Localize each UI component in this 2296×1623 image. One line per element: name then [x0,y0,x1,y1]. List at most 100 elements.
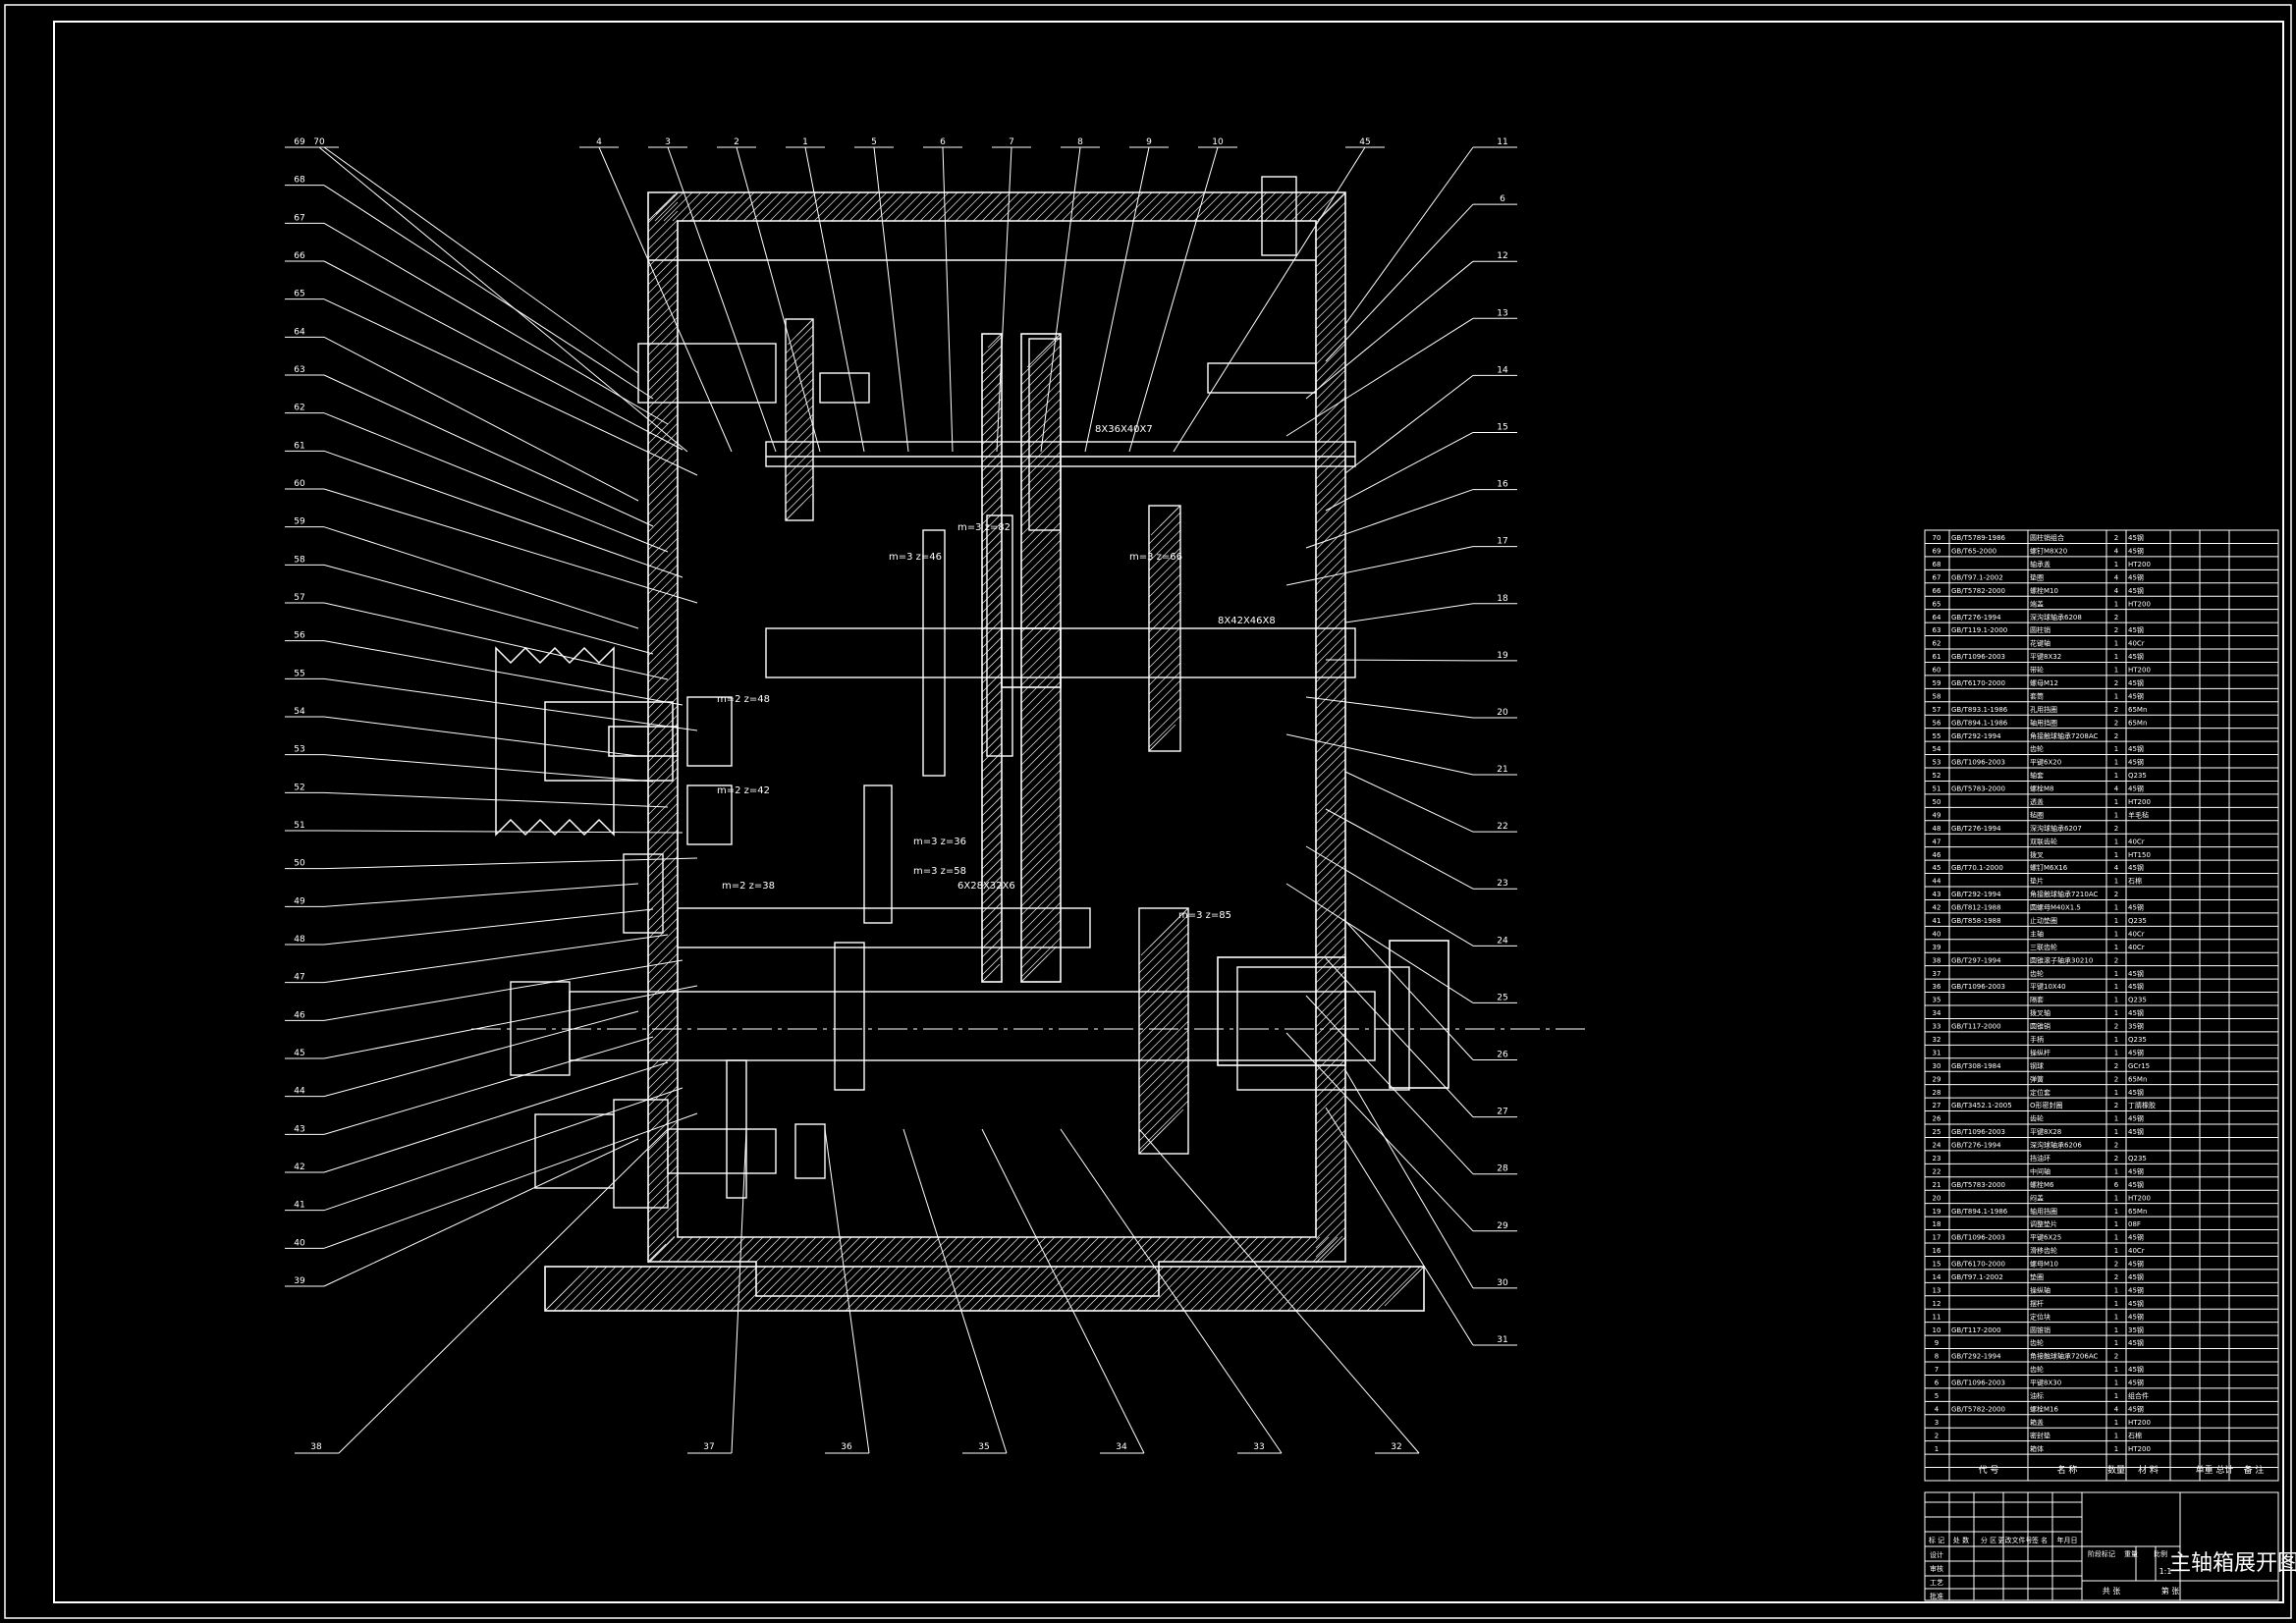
balloon-number: 21 [1497,765,1507,775]
hatch-line [1052,191,1082,222]
hatch-line [981,901,1003,923]
hatch-line [840,191,870,222]
hatch-line [647,431,679,462]
bom-name: 圆柱销 [2030,625,2050,634]
hatch-line [1315,678,1346,710]
hatch-line [981,716,1003,737]
hatch-line [647,475,679,507]
bom-name: 螺栓M16 [2030,1404,2058,1413]
gear-annotation: m=3 z=36 [913,837,966,847]
balloon-number: 62 [294,404,304,413]
bom-name: 平键8X28 [2030,1127,2061,1136]
hatch-line [1047,1236,1073,1263]
bom-name: 圆锥销 [2030,1325,2050,1334]
hatch-line [1315,475,1346,507]
hatch-line [647,1217,679,1249]
bom-no: 39 [1933,944,1941,951]
hatch-line [684,1236,711,1263]
hatch-line [1020,451,1062,492]
bom-code: GB/T308-1984 [1951,1062,2001,1070]
leader-line [1325,808,1474,890]
bom-no: 64 [1933,614,1941,622]
bom-qty: 2 [2114,1023,2118,1031]
hatch-line [647,1129,679,1161]
balloon-number: 22 [1497,822,1507,832]
hatch-line [647,1032,679,1063]
balloon-number: 53 [294,745,304,755]
hatch-line [1357,1266,1403,1312]
balloon-number: 60 [294,479,305,489]
balloon-number: 17 [1497,537,1507,547]
hatch-line [1148,626,1181,660]
bom-no: 41 [1933,917,1941,925]
bom-qty: 2 [2114,1261,2118,1269]
hatch-line [1225,1266,1271,1312]
hatch-line [785,343,814,372]
balloon-number: 34 [1116,1442,1127,1452]
bom-name: 深沟球轴承6208 [2030,613,2082,622]
hatch-line [755,1236,782,1263]
hatch-line [647,1067,679,1099]
bom-material: 45钢 [2128,572,2144,581]
bom-name: 操纵杆 [2030,1048,2050,1056]
bom-header: 材 料 [2138,1464,2159,1476]
hatch-line [1250,1236,1277,1263]
leader-line [323,1112,698,1249]
hatch-line [1020,946,1058,983]
bom-no: 69 [1933,548,1941,556]
hatch-line [712,1266,758,1312]
hatch-line [1172,1266,1218,1312]
balloon-number: 8 [1077,137,1083,147]
balloon-number: 45 [1359,137,1370,147]
hatch-line [647,802,679,834]
bom-no: 58 [1933,692,1941,700]
hatch-line [853,1266,900,1312]
bom-material: 45钢 [2128,547,2144,556]
balloon-number: 51 [294,821,304,831]
hatch-line [647,396,679,427]
hatch-line [1091,1236,1118,1263]
hatch-line [981,893,1003,914]
balloon-number: 63 [294,365,304,375]
hatch-line [647,1085,679,1116]
hatch-line [1020,680,1062,722]
hatch-line [1138,914,1189,965]
hatch-line [1138,1100,1189,1151]
balloon-number: 23 [1497,879,1507,889]
hatch-line [1180,1266,1227,1312]
leader-line [1344,374,1474,474]
bom-code: GB/T292-1994 [1951,891,2001,898]
bom-material: 65Mn [2128,719,2147,727]
leader-line [1285,883,1474,1003]
hatch-line [1315,1120,1346,1152]
hatch-line [1233,1266,1280,1312]
hatch-line [1315,776,1346,807]
bom-material: 石棉 [2128,1431,2142,1439]
hatch-line [1315,731,1346,763]
hatch-line [822,191,852,222]
hatch-line [606,1266,652,1312]
hatch-line [981,698,1003,720]
leader-line [1173,146,1366,453]
bom-material: 45钢 [2128,1404,2144,1413]
hatch-line [972,191,1003,222]
hatch-line [1110,1266,1156,1312]
bom-name: 齿轮 [2030,1365,2044,1374]
hatch-line [677,1266,723,1312]
hatch-line [672,191,702,222]
bom-no: 47 [1933,838,1941,845]
hatch-line [1315,1156,1346,1187]
hatch-line [1034,191,1065,222]
bom-no: 32 [1933,1036,1941,1044]
bom-no: 38 [1933,956,1941,964]
balloon-number: 37 [703,1442,714,1452]
bom-name: 止动垫圈 [2030,916,2057,925]
bom-code: GB/T97.1-2002 [1951,573,2003,581]
hatch-line [1148,538,1181,571]
hatch-line [647,192,679,224]
leader-line [323,1061,669,1173]
hatch-line [1312,1236,1339,1263]
bom-material: HT200 [2128,667,2151,675]
hatch-line [1148,512,1181,545]
hatch-line [941,1236,967,1263]
